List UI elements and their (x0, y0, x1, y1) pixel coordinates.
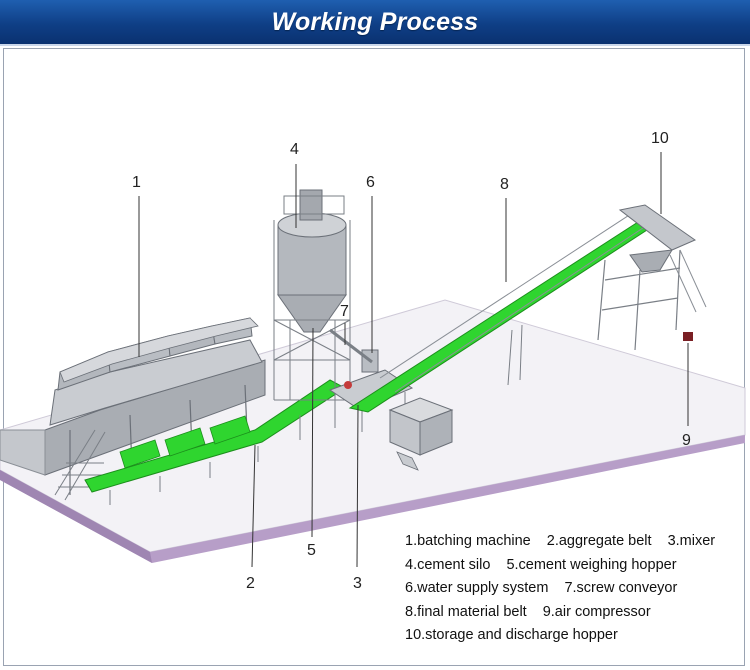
storage-hopper (597, 204, 707, 351)
legend-item: 6.water supply system (405, 580, 549, 596)
legend-row: 6.water supply system 7.screw conveyor (405, 577, 731, 601)
legend-item: 5.cement weighing hopper (506, 556, 677, 573)
legend-item: 3.mixer (667, 533, 716, 549)
ground-platform (0, 299, 746, 563)
legend-item: 1.batching machine (405, 533, 531, 549)
callout-6: 6 (366, 174, 375, 191)
legend-row: 10.storage and discharge hopper (405, 624, 731, 648)
callout-2: 2 (246, 575, 255, 592)
legend-row: 8.final material belt 9.air compressor (405, 601, 731, 625)
callout-7: 7 (340, 303, 349, 320)
callout-3: 3 (353, 575, 362, 592)
legend-item: 9.air compressor (542, 603, 651, 620)
header-bar: Working Process (0, 0, 750, 46)
component-legend: 1.batching machine 2.aggregate belt 3.mixe… (405, 530, 731, 648)
legend-item: 2.aggregate belt (546, 533, 652, 549)
aggregate-belt (84, 379, 346, 505)
legend-item: 8.final material belt (405, 603, 527, 620)
header-title: Working Process (271, 8, 479, 36)
callout-1: 1 (132, 174, 141, 191)
mixer-station (328, 328, 414, 432)
callout-5: 5 (307, 542, 316, 559)
control-room (388, 397, 454, 471)
legend-item: 7.screw conveyor (564, 580, 678, 596)
legend-row: 1.batching machine 2.aggregate belt 3.mixe… (405, 530, 731, 554)
air-compressor (683, 332, 693, 341)
callout-10: 10 (651, 130, 669, 147)
callout-8: 8 (500, 176, 509, 193)
legend-item: 4.cement silo (405, 556, 491, 573)
batching-machine (0, 317, 266, 501)
callout-9: 9 (682, 432, 691, 449)
legend-item: 10.storage and discharge hopper (405, 627, 618, 643)
callout-4: 4 (290, 141, 299, 158)
cement-silo (273, 189, 351, 401)
legend-row: 4.cement silo 5.cement weighing hopper (405, 554, 731, 578)
leader-lines (138, 152, 689, 568)
